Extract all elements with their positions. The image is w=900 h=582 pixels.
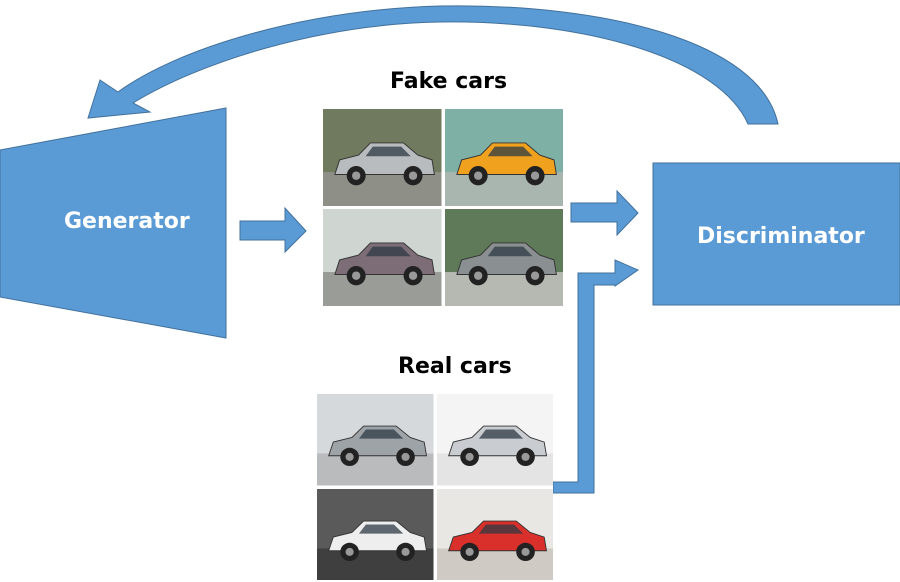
fake-car-image	[444, 209, 563, 306]
feedback-arrow	[87, 5, 779, 125]
fake-to-discriminator-arrow	[570, 189, 639, 237]
real-car-image	[317, 488, 434, 580]
discriminator-block	[652, 162, 900, 306]
real-cars-grid	[317, 394, 553, 580]
fake-car-image	[444, 109, 563, 206]
generator-label: Generator	[64, 209, 190, 234]
real-car-image	[436, 394, 553, 486]
generator-to-fake-arrow	[239, 206, 307, 254]
fake-cars-label: Fake cars	[390, 69, 508, 94]
fake-cars-grid	[323, 109, 563, 306]
real-car-image	[317, 394, 434, 486]
discriminator-label: Discriminator	[697, 224, 865, 249]
generator-block	[0, 107, 227, 339]
fake-car-image	[323, 209, 442, 306]
real-to-discriminator-arrow	[552, 259, 640, 494]
fake-car-image	[323, 109, 442, 206]
real-car-image	[436, 488, 553, 580]
real-cars-label: Real cars	[398, 354, 512, 379]
